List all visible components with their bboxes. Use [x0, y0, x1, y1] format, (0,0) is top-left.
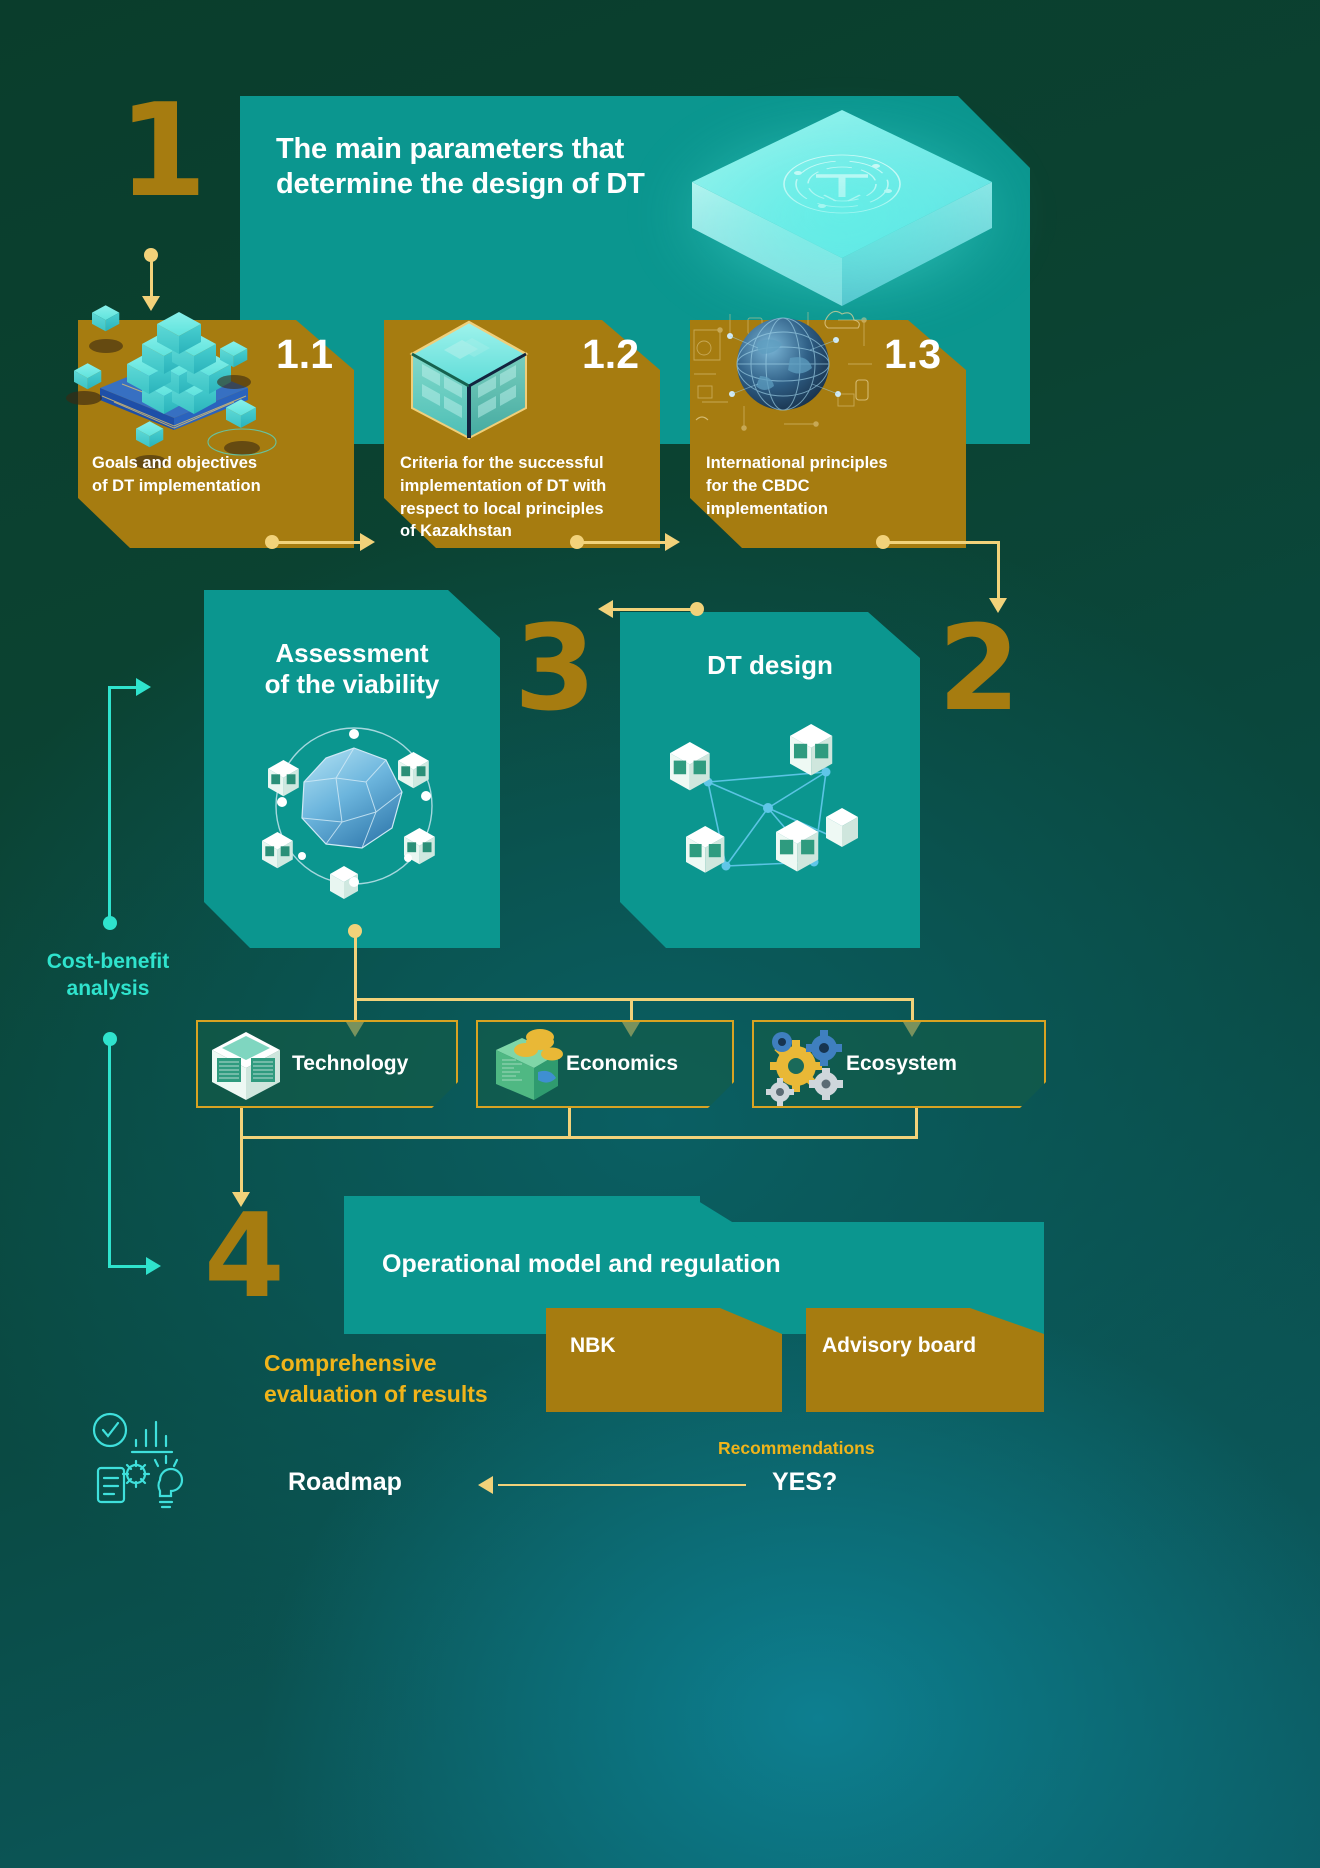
yes-label: YES?	[772, 1468, 838, 1496]
comprehensive-evaluation-label: Comprehensive evaluation of results	[264, 1348, 534, 1410]
step4-title: Operational model and regulation	[382, 1250, 781, 1278]
cost-benefit-left-line-upper	[108, 686, 111, 922]
step2-title: DT design	[707, 650, 833, 680]
card-1-1-number: 1.1	[276, 331, 333, 377]
cost-benefit-top-arrow	[136, 678, 151, 696]
card-1-3-text: International principles for the CBDC im…	[706, 452, 946, 520]
merge-to-step4-line	[240, 1136, 243, 1198]
step4-panel-tab	[344, 1196, 700, 1236]
card-1-1-text: Goals and objectives of DT implementatio…	[92, 452, 322, 498]
step1-title: The main parameters that determine the d…	[276, 132, 706, 203]
card-1-2-text-line2: implementation of DT with	[400, 476, 607, 495]
step3-title-line2: of the viability	[264, 669, 440, 700]
yes-to-roadmap-line	[498, 1484, 746, 1486]
card-1-2-text-line4: of Kazakhstan	[400, 522, 512, 541]
card-1-2-text-line1: Criteria for the successful	[400, 454, 604, 472]
step1-title-line2: determine the design of DT	[276, 168, 645, 201]
card-1-2-number: 1.2	[582, 331, 639, 377]
step2-to-step3-line	[612, 608, 696, 611]
step1-connector-arrow	[142, 296, 160, 311]
merge-technology-line	[240, 1108, 243, 1138]
card-1-1-text-line2: of DT implementation	[92, 476, 261, 495]
comprehensive-evaluation-line1: Comprehensive	[264, 1350, 437, 1376]
actor-nbk[interactable]	[546, 1308, 782, 1412]
branch-ecosystem-line	[911, 998, 914, 1028]
actor-nbk-label: NBK	[570, 1334, 616, 1357]
cost-benefit-label-line2: analysis	[66, 977, 150, 1001]
viability-split-dot	[348, 924, 362, 938]
branch-technology-line	[354, 998, 357, 1028]
yes-to-roadmap-arrow	[478, 1476, 493, 1494]
step2-to-step3-dot	[690, 602, 704, 616]
card-1-3-text-line1: International principles	[706, 454, 888, 472]
step3-title: Assessment of the viability	[214, 638, 490, 700]
step4-number: 4	[204, 1189, 285, 1324]
card-1-3-number: 1.3	[884, 331, 941, 377]
merge-ecosystem-line	[915, 1108, 918, 1138]
analytics-checklist-bulb-icon	[88, 1408, 198, 1518]
card-1-2-to-1-3-arrow	[665, 533, 680, 551]
card-1-1-text-line1: Goals and objectives	[92, 454, 258, 472]
viability-split-line-v	[354, 932, 357, 1000]
criteria-box-economics-label: Economics	[566, 1052, 679, 1075]
step3-number: 3	[514, 599, 597, 737]
merge-economics-line	[568, 1108, 571, 1138]
merge-to-step4-arrow	[232, 1192, 250, 1207]
cost-benefit-bottom-arrow	[146, 1257, 161, 1275]
card-1-3-to-step2-line-v	[997, 541, 1000, 603]
roadmap-label: Roadmap	[288, 1468, 402, 1496]
cost-benefit-top-line	[108, 686, 140, 689]
merge-line-h	[240, 1136, 918, 1139]
card-1-3-to-step2-arrow	[989, 598, 1007, 613]
cost-benefit-bottom-line	[108, 1265, 150, 1268]
card-1-3-text-line3: implementation	[706, 499, 828, 518]
step2-to-step3-arrow	[598, 600, 613, 618]
card-1-2-to-1-3-line	[577, 541, 669, 544]
card-1-3-to-step2-line-h	[883, 541, 1000, 544]
step1-connector-dot	[144, 248, 158, 262]
cost-benefit-label-line1: Cost-benefit	[46, 950, 170, 973]
viability-split-line-h	[354, 998, 914, 1001]
cost-benefit-label: Cost-benefit analysis	[18, 948, 198, 1003]
recommendations-label: Recommendations	[718, 1438, 875, 1458]
comprehensive-evaluation-line2: evaluation of results	[264, 1381, 488, 1408]
card-1-1-to-1-2-line	[272, 541, 364, 544]
card-1-2-text-line3: respect to local principles	[400, 499, 604, 518]
card-1-3-text-line2: for the CBDC	[706, 476, 810, 495]
card-1-1-to-1-2-arrow	[360, 533, 375, 551]
cost-benefit-lower-dot	[103, 1032, 117, 1046]
criteria-box-ecosystem-label: Ecosystem	[846, 1052, 957, 1075]
actor-advisory-board[interactable]	[806, 1308, 1044, 1412]
card-1-2-text: Criteria for the successful implementati…	[400, 452, 650, 543]
step1-number: 1	[118, 77, 208, 226]
criteria-box-technology-label: Technology	[292, 1052, 409, 1075]
actor-advisory-board-label: Advisory board	[822, 1334, 977, 1357]
step1-title-line1: The main parameters that	[276, 133, 625, 165]
step3-title-line1: Assessment	[275, 638, 429, 668]
step2-number: 2	[938, 599, 1021, 737]
step1-connector-line	[150, 256, 153, 302]
cost-benefit-upper-dot	[103, 916, 117, 930]
branch-economics-line	[630, 998, 633, 1028]
cost-benefit-left-line-lower	[108, 1040, 111, 1268]
